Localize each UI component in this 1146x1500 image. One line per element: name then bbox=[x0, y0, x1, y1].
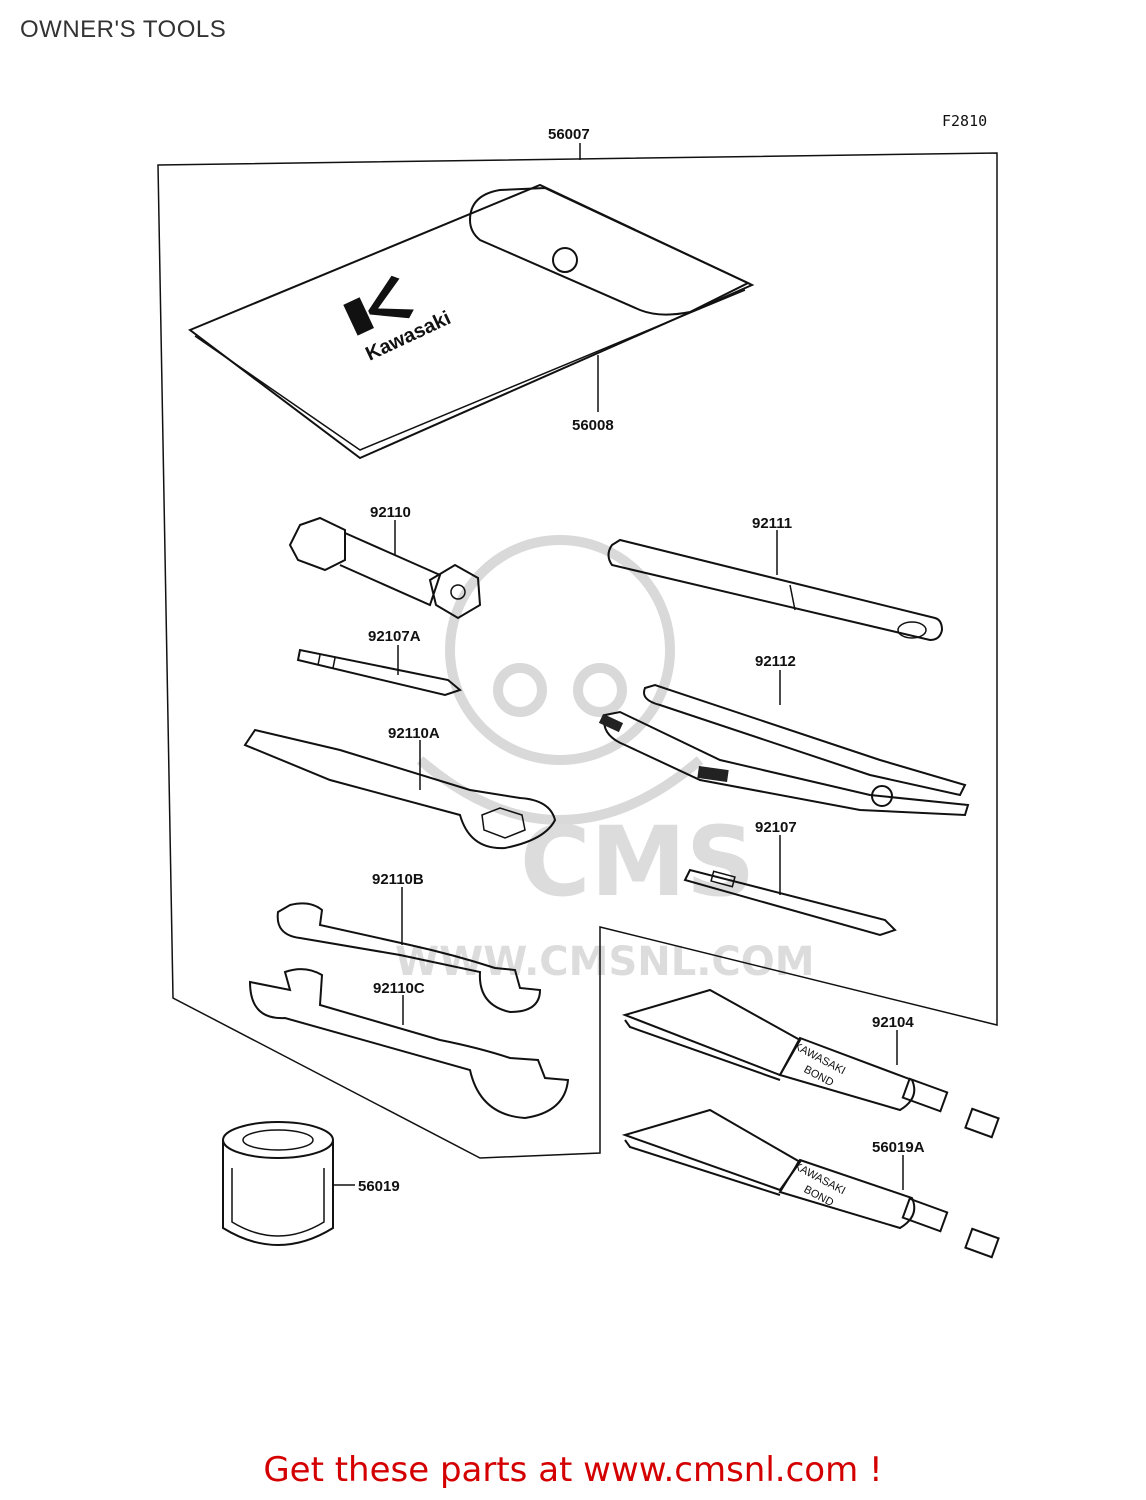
callout-pliers: 92112 bbox=[755, 653, 796, 670]
watermark-mascot-eye-left bbox=[493, 663, 547, 717]
promo-link[interactable]: Get these parts at www.cmsnl.com ! bbox=[263, 1450, 883, 1490]
callout-ring-wrench: 92110A bbox=[388, 725, 440, 742]
callout-kit: 56007 bbox=[548, 126, 590, 143]
watermark-mascot-eye-right bbox=[573, 663, 627, 717]
callout-grease: 56019 bbox=[358, 1178, 400, 1195]
kit-boundary bbox=[157, 152, 998, 1159]
callout-wrench-c: 92110C bbox=[373, 980, 425, 997]
screwdriver-bit-a: 92107A bbox=[296, 628, 463, 697]
ring-wrench: 92110A bbox=[243, 725, 557, 850]
spark-plug-wrench: 92110 bbox=[288, 504, 482, 620]
callout-plug-wrench: 92110 bbox=[370, 504, 411, 521]
watermark-brand: CMS bbox=[520, 806, 755, 918]
kawasaki-logo: Kawasaki bbox=[343, 275, 454, 366]
screwdriver: 92107 bbox=[683, 819, 897, 937]
pliers: 92112 bbox=[598, 653, 970, 817]
bond-cap-1 bbox=[964, 1107, 1000, 1139]
callout-bond-1: 92104 bbox=[872, 1014, 914, 1031]
open-end-wrench-b: 92110B bbox=[276, 871, 542, 1014]
figure-code: F2810 bbox=[942, 112, 987, 130]
callout-wrench-b: 92110B bbox=[372, 871, 424, 888]
bond-tube-2: KAWASAKI BOND 56019A bbox=[621, 1108, 1000, 1259]
watermark-mascot-head bbox=[445, 535, 675, 765]
callout-handle: 92111 bbox=[752, 515, 792, 532]
pouch-snap-button bbox=[552, 247, 578, 273]
grease-can: 56019 bbox=[222, 1121, 400, 1246]
parts-diagram: CMS WWW.CMSNL.COM 56007 F2810 Kawasaki 5… bbox=[157, 112, 1000, 1259]
callout-bond-2: 56019A bbox=[872, 1139, 925, 1156]
callout-screwdriver: 92107 bbox=[755, 819, 797, 836]
open-end-wrench-c: 92110C bbox=[248, 968, 570, 1120]
callout-pouch: 56008 bbox=[572, 417, 614, 434]
watermark: CMS WWW.CMSNL.COM bbox=[395, 535, 815, 985]
watermark-url: WWW.CMSNL.COM bbox=[395, 939, 815, 985]
handle-bar: 92111 bbox=[607, 515, 944, 642]
page-title: OWNER'S TOOLS bbox=[20, 16, 227, 43]
tool-pouch: Kawasaki 56008 bbox=[188, 183, 755, 460]
callout-screwdriver-a: 92107A bbox=[368, 628, 421, 645]
bond-cap-2 bbox=[964, 1227, 1000, 1259]
watermark-mascot-body bbox=[416, 756, 704, 825]
